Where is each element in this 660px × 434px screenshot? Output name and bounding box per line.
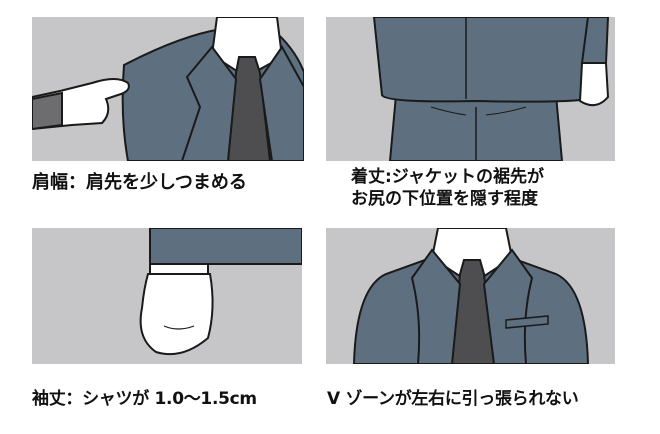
- shoulder-pinch-icon: [32, 17, 304, 161]
- v-zone-illustration: [326, 228, 615, 364]
- caption-jacket-length: 着丈:ジャケットの裾先が お尻の下位置を隠す程度: [351, 166, 544, 210]
- shoulder-fit-illustration: [32, 17, 304, 161]
- jacket-v-zone-icon: [352, 228, 590, 364]
- sleeve-cuff-icon: [139, 228, 302, 356]
- caption-jacket-length-line2: お尻の下位置を隠す程度: [351, 189, 538, 209]
- caption-v-zone: V ゾーンが左右に引っ張られない: [327, 389, 579, 409]
- caption-sleeve: 袖丈：シャツが 1.0〜1.5cm: [32, 389, 257, 409]
- caption-jacket-length-line1: 着丈:ジャケットの裾先が: [351, 167, 544, 187]
- jacket-length-illustration: [326, 17, 615, 161]
- sleeve-length-illustration: [32, 228, 302, 364]
- jacket-hem-icon: [372, 17, 610, 161]
- caption-shoulder: 肩幅：肩先を少しつまめる: [32, 172, 247, 193]
